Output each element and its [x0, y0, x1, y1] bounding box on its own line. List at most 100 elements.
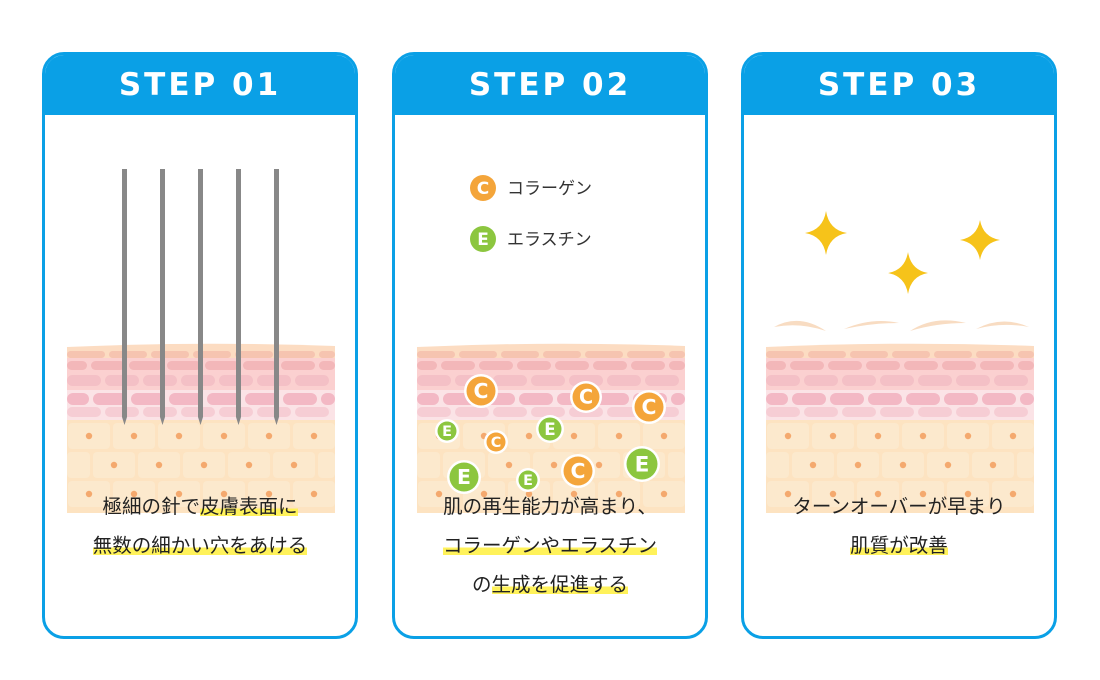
needle	[274, 169, 279, 425]
svg-text:C: C	[579, 386, 593, 409]
skin-cell	[167, 361, 201, 370]
skin-cell	[669, 361, 685, 370]
svg-text:E: E	[477, 230, 489, 250]
highlighted-text: コラーゲンやエラスチン	[442, 534, 658, 557]
svg-text:C: C	[642, 395, 657, 419]
skin-cell	[645, 375, 679, 386]
skin-cell	[994, 407, 1028, 417]
skin-cell	[235, 351, 273, 358]
collagen-particle: C	[570, 381, 602, 413]
skin-cell	[417, 452, 440, 478]
skin-cell	[671, 393, 685, 405]
step-02-header: STEP 02	[395, 55, 705, 115]
caption-line: 極細の針で皮膚表面に	[45, 487, 355, 526]
skin-cell	[417, 393, 439, 405]
collagen-particle: C	[464, 374, 498, 408]
svg-text:E: E	[457, 465, 471, 489]
skin-flake	[910, 320, 966, 331]
skin-cell	[318, 452, 335, 478]
skin-cell	[766, 375, 800, 386]
skin-flake	[844, 321, 899, 329]
skin-cell	[595, 393, 629, 405]
skin-cell	[295, 407, 329, 417]
skin-cell	[67, 452, 90, 478]
skin-cell	[934, 351, 972, 358]
skin-cell	[93, 393, 127, 405]
skin-cell	[790, 361, 824, 370]
svg-text:E: E	[442, 424, 452, 440]
skin-cell	[627, 351, 665, 358]
skin-cross-section	[67, 343, 335, 513]
needles	[122, 169, 279, 425]
skin-cell	[631, 361, 665, 370]
skin-cell	[109, 351, 147, 358]
skin-cell	[91, 361, 125, 370]
skin-cell	[245, 393, 279, 405]
skin-cell	[792, 393, 826, 405]
step-03-illustration	[766, 211, 1034, 513]
skin-cross-section	[766, 343, 1034, 513]
svg-text:E: E	[523, 473, 533, 489]
elastin-particle: E	[516, 468, 540, 492]
skin-cell	[205, 361, 239, 370]
caption-line: コラーゲンやエラスチン	[395, 526, 705, 565]
skin-cell	[417, 407, 451, 417]
skin-cell	[892, 351, 930, 358]
caption-line: 無数の細かい穴をあける	[45, 526, 355, 565]
skin-cell	[1018, 361, 1034, 370]
skin-cell	[828, 361, 862, 370]
skin-cell	[994, 375, 1028, 386]
step-01-card: STEP 01 極細の針で皮膚表面に無数の細かい穴をあける	[42, 52, 358, 639]
skin-cell	[766, 351, 804, 358]
skin-cell	[67, 407, 101, 417]
skin-cell	[493, 375, 527, 386]
skin-cell	[918, 407, 952, 417]
skin-cell	[281, 361, 315, 370]
skin-flake	[976, 321, 1029, 329]
elastin-particle: E	[447, 460, 481, 494]
skin-cell	[669, 351, 685, 358]
highlighted-text: 皮膚表面に	[200, 495, 298, 518]
svg-text:C: C	[571, 459, 586, 483]
skin-cell	[804, 407, 838, 417]
skin-cell	[766, 407, 800, 417]
skin-cell	[459, 351, 497, 358]
elastin-particle: E	[435, 419, 459, 443]
skin-cell	[918, 375, 952, 386]
caption-text: ターンオーバーが早まり	[792, 495, 1006, 518]
collagen-particle: C	[561, 454, 595, 488]
skin-cell	[169, 393, 203, 405]
skin-cell	[67, 393, 89, 405]
skin-cell	[904, 361, 938, 370]
sparkle-icon	[960, 220, 1000, 260]
skin-cell	[880, 375, 914, 386]
skin-cell	[277, 351, 315, 358]
skin-cell	[479, 361, 513, 370]
skin-cell	[766, 452, 789, 478]
svg-text:E: E	[544, 419, 555, 439]
skin-cell	[842, 407, 876, 417]
skin-cell	[766, 361, 786, 370]
skin-cell	[519, 393, 553, 405]
skin-cell	[207, 393, 241, 405]
step-01-header: STEP 01	[45, 55, 355, 115]
skin-cell	[607, 375, 641, 386]
skin-cell	[493, 407, 527, 417]
needle	[122, 169, 127, 425]
skin-cell	[441, 361, 475, 370]
collagen-particle: C	[484, 430, 508, 454]
skin-cell	[417, 361, 437, 370]
highlighted-text: 肌質が改善	[850, 534, 948, 557]
skin-cell	[555, 361, 589, 370]
skin-cell	[67, 351, 105, 358]
skin-cell	[866, 361, 900, 370]
step-03-caption: ターンオーバーが早まり肌質が改善	[744, 487, 1054, 565]
skin-cell	[942, 361, 976, 370]
collagen-particle: C	[632, 390, 666, 424]
caption-line: 肌の再生能力が高まり、	[395, 487, 705, 526]
skin-cell	[455, 407, 489, 417]
sparkle-icon	[888, 252, 928, 294]
